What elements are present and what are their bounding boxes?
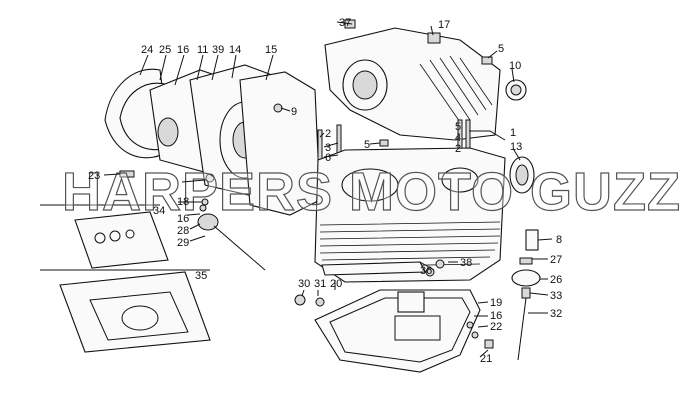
oring-27 [519,257,533,265]
callout-2: 2 [325,128,331,140]
callout-11: 11 [197,44,208,56]
stud-2 [317,129,323,161]
dipstick-29 [213,225,266,271]
callout-25: 25 [159,44,171,56]
callout-33: 33 [550,290,562,302]
callout-20: 20 [330,278,342,290]
callout-17: 17 [438,19,450,31]
callout-4: 4 [455,132,461,144]
plug-30 [294,294,306,306]
callout-37: 37 [339,17,351,29]
callout-24: 24 [141,44,153,56]
bearing-boss [157,117,179,147]
breather-17 [427,32,441,44]
callout-2b: 2 [455,143,461,155]
callout-14: 14 [229,44,241,56]
callout-21: 21 [480,353,492,365]
bolt-22 [471,331,479,339]
callout-29: 29 [177,237,189,249]
bolt-16 [199,204,207,212]
callout-10: 10 [509,60,521,72]
cap-5b [379,139,389,147]
callout-39: 39 [212,44,224,56]
sump-filter-housing [397,291,425,313]
callout-5c: 5 [455,121,461,133]
main-crankcase [314,147,535,283]
callout-9: 9 [291,106,297,118]
pipe-32 [517,297,527,361]
upper-crankcase [324,19,527,141]
filler-assembly [197,204,266,271]
plug-38 [435,259,445,269]
watermark-text: HARPERS MOTO GUZZI© [62,162,680,222]
screw-9 [273,103,283,113]
cap-5 [481,56,493,65]
callout-38: 38 [460,257,472,269]
callout-28: 28 [177,225,189,237]
callouts: 37 17 5 10 24 25 16 11 39 14 15 9 2 3 6 … [88,17,562,365]
filler-cap-28 [197,213,219,231]
sump-gasket-20 [321,261,426,276]
callout-5: 5 [498,43,504,55]
callout-6: 6 [325,152,331,164]
nut-33 [521,287,531,299]
callout-36: 36 [420,265,432,277]
callout-22: 22 [490,321,502,333]
sensor-base-26 [511,269,541,287]
callout-30: 30 [298,278,310,290]
callout-34: 34 [153,205,165,217]
callout-16b: 16 [177,213,189,225]
crankcase-top-bore [341,168,399,202]
callout-19: 19 [490,297,502,309]
callout-1: 1 [510,127,516,139]
bolt-16b [466,321,474,329]
callout-32: 32 [550,308,562,320]
gasket-kits [40,204,211,353]
callout-8: 8 [556,234,562,246]
cover-group [104,64,321,216]
screw-13 [205,173,215,183]
callout-27: 27 [550,254,562,266]
washer-31 [315,297,325,307]
callout-26: 26 [550,274,562,286]
plug-21 [484,339,494,349]
callout-15: 15 [265,44,277,56]
sensor-8 [525,229,539,251]
callout-5b: 5 [364,139,370,151]
callout-18: 18 [177,196,189,208]
oil-pressure-parts [511,229,541,361]
callout-35: 35 [195,270,207,282]
callout-13: 13 [510,141,522,153]
callout-16: 16 [177,44,189,56]
gasket-kit-34 [74,211,169,269]
callout-23: 23 [88,170,100,182]
oil-sump [294,261,494,373]
leader-lines [103,21,553,358]
callout-16c: 16 [490,310,502,322]
callout-31: 31 [314,278,326,290]
callout-3: 3 [325,142,331,154]
gasket-kit-35 [59,271,211,353]
